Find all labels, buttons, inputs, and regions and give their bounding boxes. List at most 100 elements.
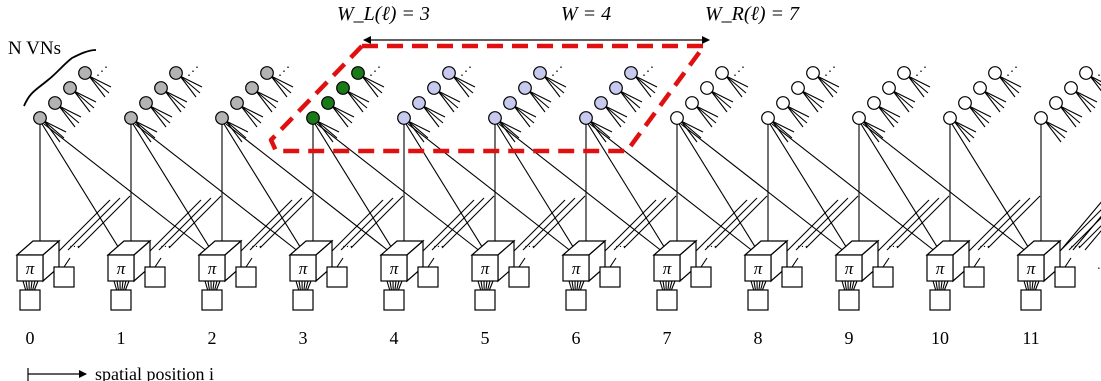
- check-stub: [700, 257, 708, 268]
- position-label-1: 1: [117, 328, 126, 348]
- perm-block-front: [289, 254, 317, 282]
- edge-ellipsis: ···: [979, 241, 990, 253]
- variable-node-white: [700, 81, 714, 95]
- node-edge-stub: [88, 75, 112, 88]
- node-edge-stub: [695, 105, 719, 118]
- edge-to-position-6: [407, 123, 573, 253]
- node-edge-stub: [452, 75, 470, 98]
- check-node-right: [326, 266, 348, 288]
- position-3: ⋰π···3: [288, 64, 404, 348]
- variable-node-blue: [397, 111, 411, 125]
- fan-wire: [397, 280, 403, 292]
- variable-nodes-11: ⋰: [1034, 64, 1101, 143]
- node-edge-stub: [1044, 120, 1066, 139]
- coupling-line: [532, 195, 586, 249]
- node-ellipsis: ⋰: [733, 64, 745, 78]
- node-edge-stub: [695, 105, 717, 124]
- position-8: ⋰π···8: [743, 64, 859, 348]
- node-edge-stub: [1074, 90, 1098, 103]
- variable-node-blue: [594, 96, 608, 110]
- variable-node-white: [943, 111, 957, 125]
- node-edge-stub: [361, 75, 385, 88]
- coupling-line: [1058, 209, 1101, 253]
- variable-nodes-5: ⋰: [488, 64, 567, 143]
- node-edge-stub: [725, 75, 747, 94]
- node-edge-stub: [316, 120, 334, 143]
- coupling-line: [603, 199, 657, 253]
- fan-wire: [670, 280, 676, 292]
- coupling-line: [886, 197, 940, 251]
- coupling-line: [977, 197, 1031, 251]
- node-edge-stub: [331, 105, 355, 118]
- window-width-annotation: W_L(ℓ) = 3 W = 4 W_R(ℓ) = 7: [337, 3, 800, 44]
- node-edge-stub: [361, 75, 383, 94]
- variable-node-white: [1034, 111, 1048, 125]
- node-edge-stub: [771, 120, 789, 143]
- fan-wire: [568, 280, 573, 292]
- edge-to-position-5: [405, 123, 490, 259]
- node-edge-stub: [1074, 90, 1092, 113]
- fan-wire: [386, 280, 391, 292]
- variable-node-green: [336, 81, 350, 95]
- variable-node-white: [715, 66, 729, 80]
- coupling-line: [57, 199, 111, 253]
- perm-block-front: [471, 254, 499, 282]
- node-ellipsis: ⋰: [824, 64, 836, 78]
- check-node-bottom: [838, 289, 860, 311]
- vn-label: N VNs: [8, 38, 61, 59]
- position-11: ⋰π···11: [1016, 64, 1101, 348]
- perm-block-front: [744, 254, 772, 282]
- variable-node-white: [791, 81, 805, 95]
- node-edge-stub: [437, 90, 459, 109]
- perm-symbol: π: [845, 259, 854, 278]
- check-node-right: [599, 266, 621, 288]
- variable-node-blue: [518, 81, 532, 95]
- node-edge-stub: [862, 120, 880, 143]
- variable-nodes-3: ⋰: [306, 64, 385, 143]
- node-edge-stub: [270, 75, 288, 98]
- position-9: ⋰π···9: [834, 64, 950, 348]
- check-node-bottom: [1020, 289, 1042, 311]
- node-edge-stub: [225, 120, 243, 143]
- variable-node-gray: [78, 66, 92, 80]
- wl-label: W_L(ℓ) = 3: [337, 3, 430, 25]
- node-edge-stub: [877, 105, 899, 124]
- node-edge-stub: [953, 120, 971, 143]
- perm-symbol: π: [390, 259, 399, 278]
- fan-wire: [306, 280, 312, 292]
- node-edge-stub: [862, 120, 886, 133]
- check-node-bottom: [292, 289, 314, 311]
- position-label-8: 8: [754, 328, 763, 348]
- node-edge-stub: [907, 75, 925, 98]
- coupling-line: [148, 199, 202, 253]
- edge-to-position-6: [496, 123, 581, 259]
- node-edge-stub: [589, 120, 607, 143]
- node-edge-stub: [270, 75, 294, 88]
- check-node-right: [235, 266, 257, 288]
- node-edge-stub: [43, 120, 67, 133]
- fan-wire: [1031, 280, 1034, 292]
- node-edge-stub: [543, 75, 565, 94]
- node-edge-stub: [862, 120, 884, 139]
- variable-nodes-9: ⋰: [852, 64, 931, 143]
- node-edge-stub: [604, 105, 628, 118]
- node-edge-stub: [877, 105, 901, 118]
- fan-wire: [576, 280, 579, 292]
- perm-symbol: π: [26, 259, 35, 278]
- fan-wire: [389, 280, 393, 292]
- coupling-line: [876, 199, 930, 253]
- node-edge-stub: [695, 105, 713, 128]
- fan-wire: [31, 280, 36, 292]
- spatial-positions: ⋰⋰π···0⋰π···1⋰π···2⋰π···3⋰π···4⋰π···5⋰π·…: [15, 64, 1101, 348]
- coupling-line: [512, 199, 566, 253]
- edge-to-position-4: [225, 123, 391, 253]
- variable-node-white: [852, 111, 866, 125]
- fan-wire: [1026, 280, 1030, 292]
- variable-nodes-2: ⋰: [215, 64, 294, 143]
- edge-ellipsis: ···: [1070, 241, 1081, 253]
- axis-caption: spatial position i: [27, 364, 214, 381]
- node-edge-stub: [892, 90, 910, 113]
- node-edge-stub: [528, 90, 550, 109]
- check-node-right: [53, 266, 75, 288]
- coupling-line: [522, 197, 576, 251]
